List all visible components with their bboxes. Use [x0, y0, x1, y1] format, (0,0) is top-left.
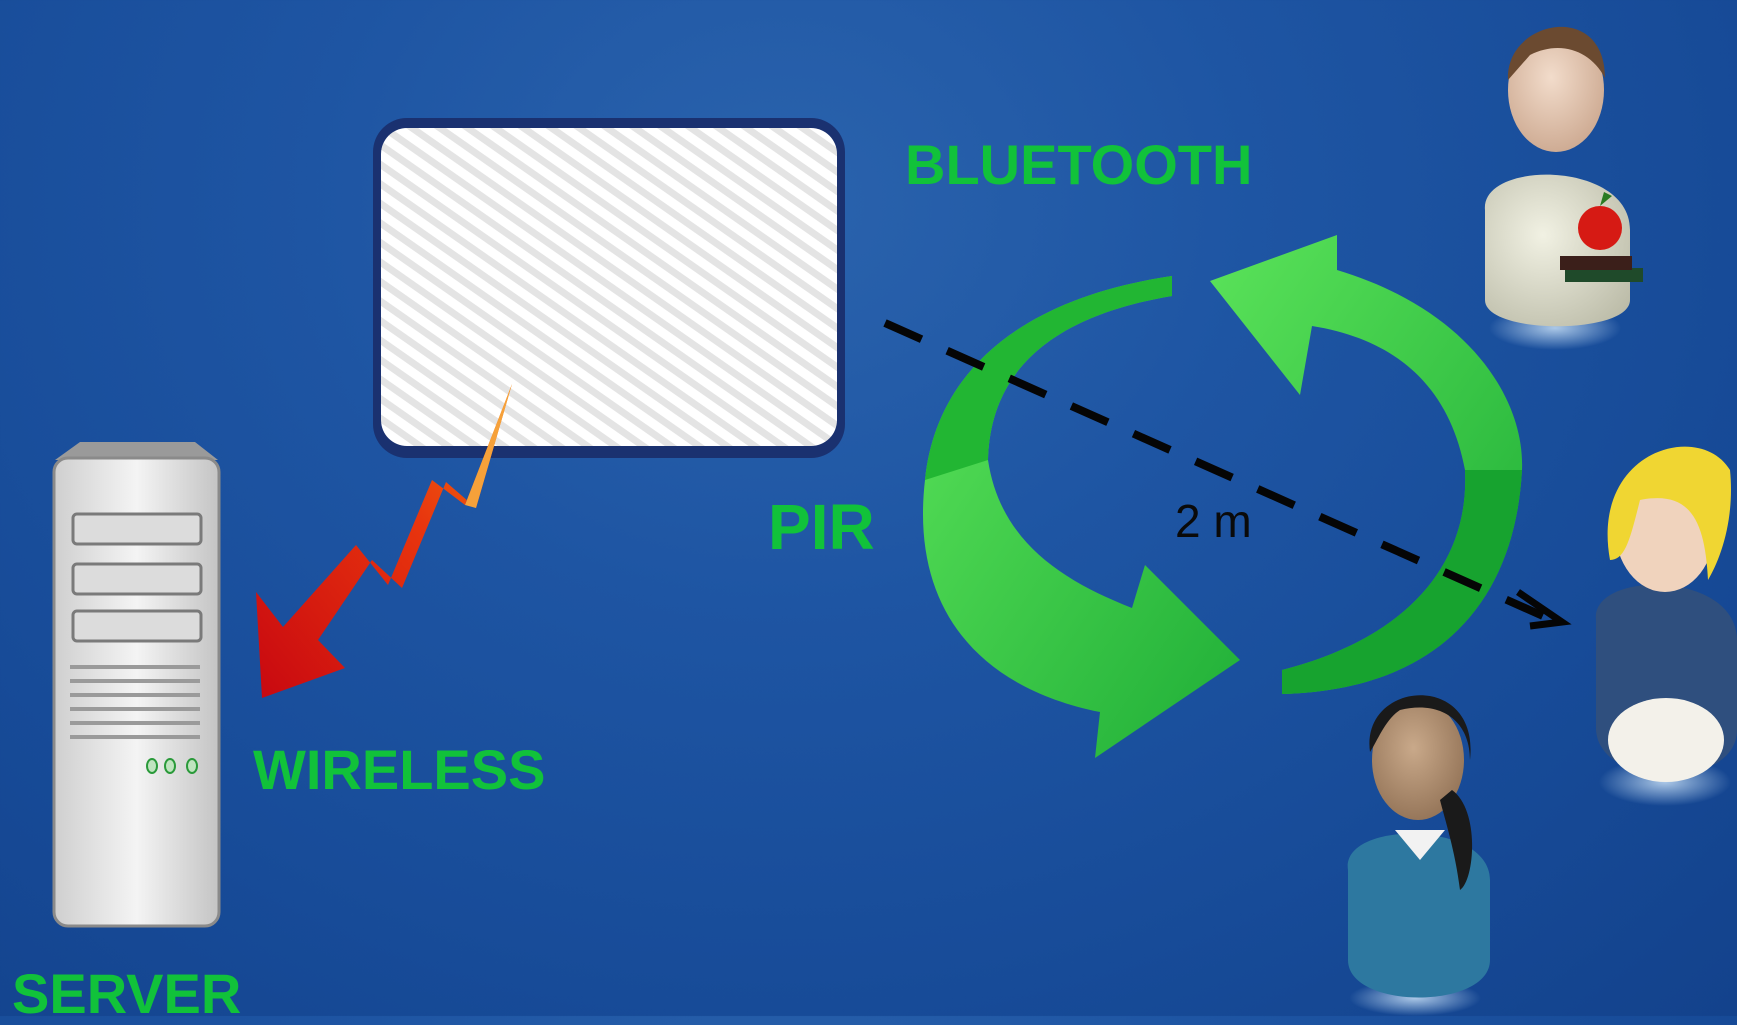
bluetooth-label: BLUETOOTH [905, 137, 1252, 193]
pir-label: PIR [768, 495, 875, 559]
sensor-device-panel [373, 118, 845, 458]
server-tower-icon [54, 442, 219, 926]
distance-label: 2 m [1175, 498, 1252, 544]
person-with-apple-icon [1485, 27, 1643, 350]
wireless-label: WIRELESS [253, 742, 545, 798]
server-label: SERVER [12, 966, 241, 1022]
person-dark-hair-icon [1348, 695, 1490, 1016]
person-blonde-icon [1596, 447, 1737, 806]
